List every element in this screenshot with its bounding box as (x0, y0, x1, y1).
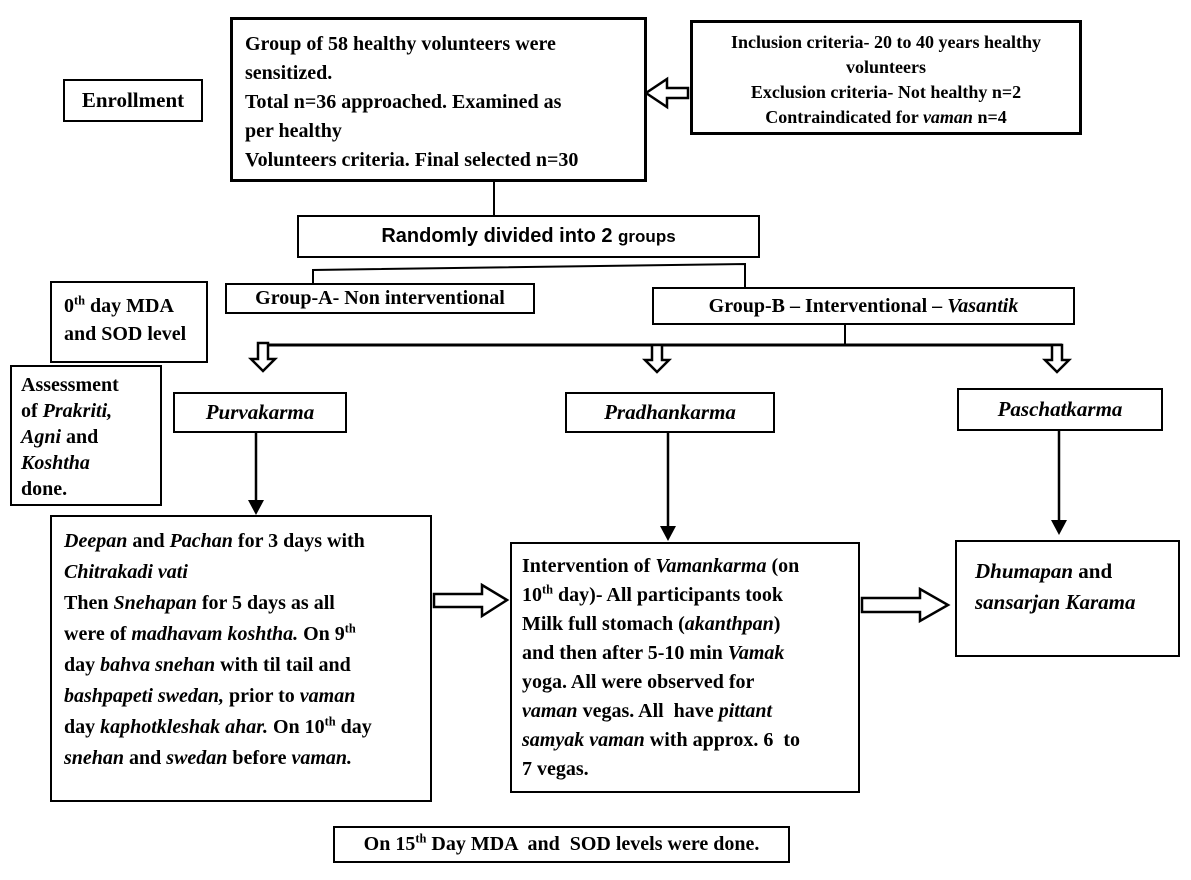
hollow-right-arrow-purvakarma-to-vamankarma (432, 582, 510, 619)
text-line: Deepan and Pachan for 3 days with (64, 530, 365, 552)
inclusion-exclusion-criteria-box: Inclusion criteria- 20 to 40 years healt… (690, 20, 1082, 135)
hollow-left-arrow-criteria-to-screening (643, 76, 690, 110)
text-line: Then Snehapan for 5 days as all (64, 592, 335, 614)
bracket-randomized-to-groups (312, 262, 746, 287)
text-line: 10th day)- All participants took (522, 582, 784, 606)
text-line: snehan and swedan before vaman. (64, 747, 353, 769)
text-line: Intervention of Vamankarma (on (522, 555, 800, 577)
text-line: per healthy (245, 120, 342, 142)
text-line: bashpapeti swedan, prior to vaman (64, 685, 356, 707)
text-line: vaman vegas. All have pittant (522, 700, 773, 722)
text-line: Contraindicated for vaman n=4 (765, 107, 1007, 127)
text-line: Inclusion criteria- 20 to 40 years healt… (731, 32, 1041, 52)
text-line: 7 vegas. (522, 758, 589, 780)
group-b-box: Group-B – Interventional – Vasantik (652, 287, 1075, 325)
text-line: Group-A- Non interventional (255, 287, 505, 309)
text-line: Volunteers criteria. Final selected n=30 (245, 149, 579, 171)
text-line: Randomly divided into 2 groups (381, 225, 676, 247)
vamankarma-detail-box: Intervention of Vamankarma (on 10th day)-… (510, 542, 860, 793)
text-line: samyak vaman with approx. 6 to (522, 729, 800, 751)
text-line: volunteers (846, 57, 926, 77)
dhumapan-box: Dhumapan and sansarjan Karama (955, 540, 1180, 657)
hollow-down-arrow-paschatkarma (1041, 343, 1073, 374)
text-line: 0th day MDA (64, 293, 174, 317)
text-line: Dhumapan and (975, 559, 1113, 583)
enrollment-label-box: Enrollment (63, 79, 203, 122)
text-line: Group of 58 healthy volunteers were (245, 33, 556, 55)
text-line: Purvakarma (205, 400, 315, 424)
text-line: were of madhavam koshtha. On 9th (64, 621, 356, 645)
baseline-mda-sod-box: 0th day MDA and SOD level (50, 281, 208, 363)
text-line: day bahva snehan with til tail and (64, 654, 351, 676)
paschatkarma-box: Paschatkarma (957, 388, 1163, 431)
hollow-down-arrow-pradhankarma (641, 343, 673, 374)
text-line: Chitrakadi vati (64, 561, 188, 583)
text-line: of Prakriti, (21, 400, 113, 422)
text-line: Total n=36 approached. Examined as (245, 91, 562, 113)
pradhankarma-box: Pradhankarma (565, 392, 775, 433)
text-line: Pradhankarma (604, 400, 736, 424)
text-line: Agni and (21, 426, 99, 448)
text-line: Group-B – Interventional – Vasantik (708, 294, 1019, 317)
hollow-right-arrow-vamankarma-to-dhumapan (860, 586, 951, 624)
purvakarma-box: Purvakarma (173, 392, 347, 433)
text-line: sansarjan Karama (975, 590, 1136, 614)
text-line: On 15th Day MDA and SOD levels were done… (363, 831, 760, 855)
arrow-purvakarma-to-detail-head (248, 500, 264, 515)
text-line: day kaphotkleshak ahar. On 10th day (64, 714, 372, 738)
arrow-pradhankarma-to-detail-head (660, 526, 676, 541)
text-line: Milk full stomach (akanthpan) (522, 613, 781, 635)
followup-mda-sod-box: On 15th Day MDA and SOD levels were done… (333, 826, 790, 863)
text-line: done. (21, 478, 68, 500)
group-a-box: Group-A- Non interventional (225, 283, 535, 314)
text-line: Koshtha (21, 452, 90, 474)
text-line: Exclusion criteria- Not healthy n=2 (750, 82, 1022, 102)
text-line: Assessment (21, 374, 119, 396)
screening-box: Group of 58 healthy volunteers were sensi… (230, 17, 647, 182)
randomization-box: Randomly divided into 2 groups (297, 215, 760, 258)
enrollment-label: Enrollment (81, 88, 185, 112)
text-line: and then after 5-10 min Vamak (522, 642, 785, 664)
text-line: Paschatkarma (997, 397, 1123, 421)
text-line: sensitized. (245, 62, 333, 84)
arrow-paschatkarma-to-detail-head (1051, 520, 1067, 535)
text-line: and SOD level (64, 323, 187, 345)
text-line: yoga. All were observed for (522, 671, 755, 693)
hollow-down-arrow-purvakarma (247, 341, 279, 373)
